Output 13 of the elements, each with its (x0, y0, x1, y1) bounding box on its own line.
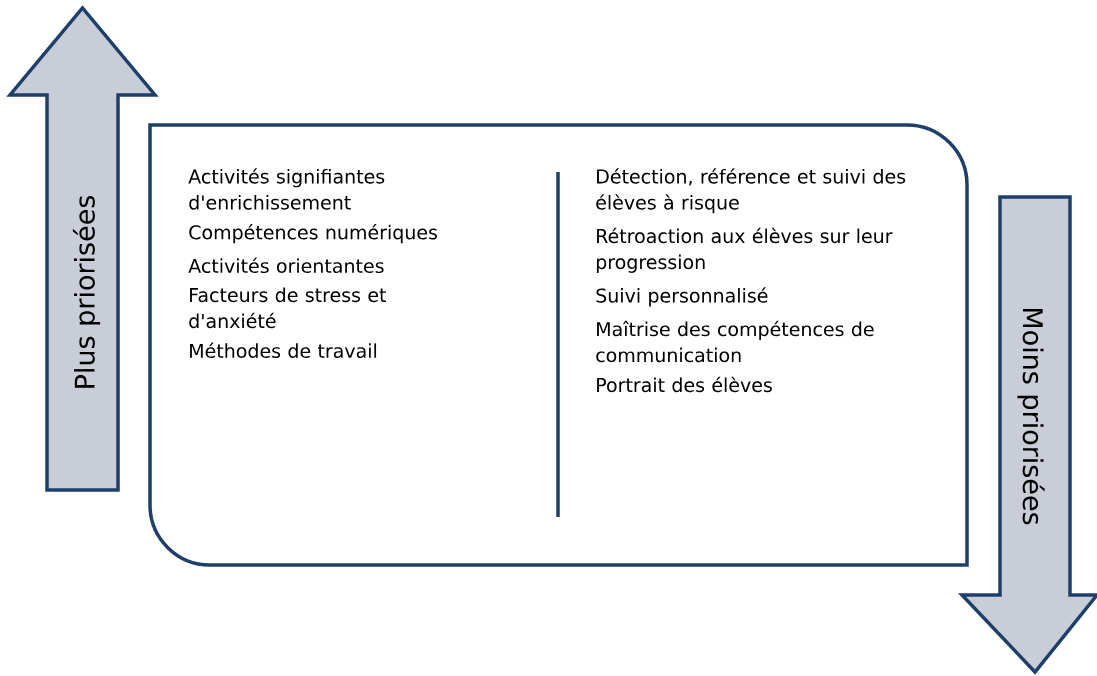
list-item: Activités orientantes (188, 257, 384, 274)
list-item: Suivi personnalisé (596, 287, 768, 307)
list-item: Facteurs de stress et d'anxiété (189, 287, 386, 329)
rounded-box (148, 123, 969, 567)
arrow-band: Plus priorisées (6, 5, 159, 492)
list-item: Détection, référence et suivi des élèves à risque (596, 168, 906, 214)
list-item: Activités signifiantes d'enrichissement (188, 168, 385, 210)
list-item: Méthodes de travail (190, 342, 377, 359)
list-item: Maîtrise des compétences de communication (596, 320, 874, 363)
list-item: Rétroaction aux élèves sur leur progression (596, 227, 893, 273)
list-item: Compétences numériques (189, 224, 438, 244)
list-item: Portrait des élèves (597, 376, 772, 393)
arrow-band: Moins priorisées (957, 195, 1097, 675)
